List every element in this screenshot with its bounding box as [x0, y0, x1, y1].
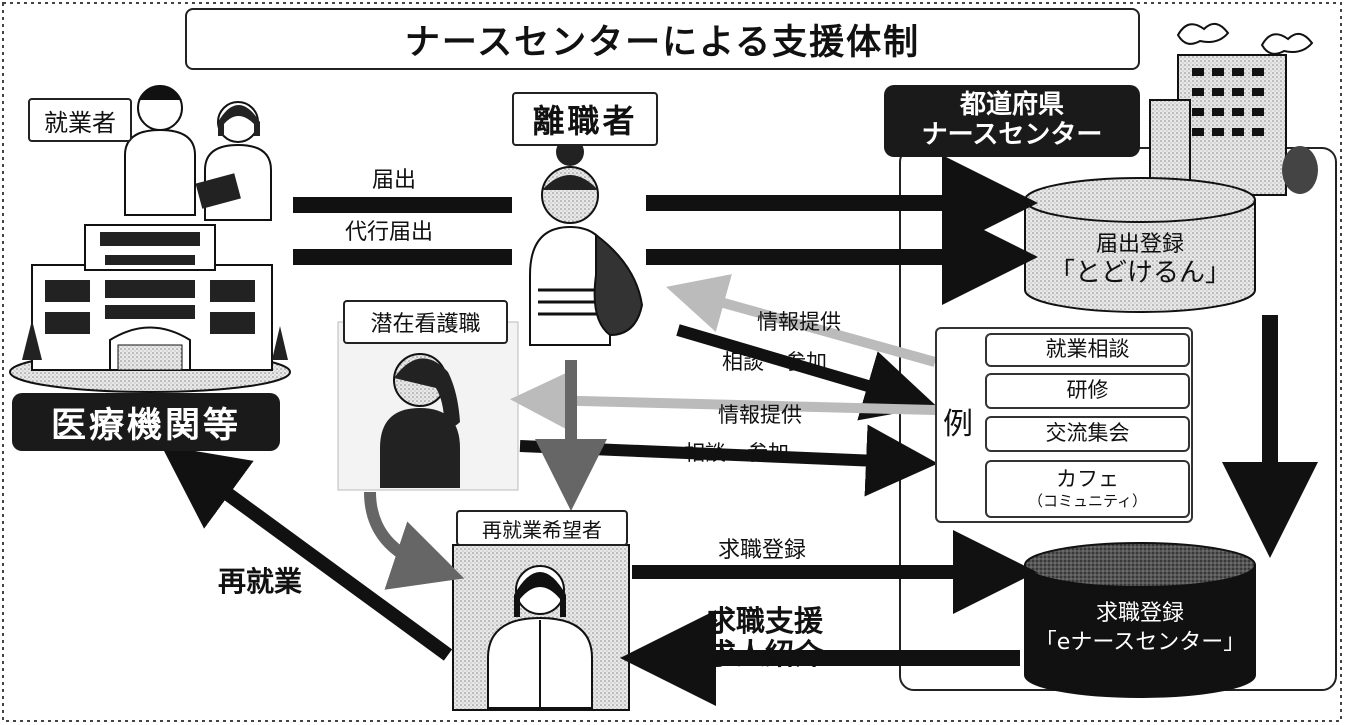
nurse-center-line2: ナースセンター [921, 120, 1103, 150]
example-item-label: 研修 [1066, 378, 1109, 403]
hospital-illustration [9, 224, 291, 393]
center-building-illustration [1149, 22, 1318, 196]
latent-to-seeker-arrow [364, 491, 465, 590]
title-box: ナースセンターによる支援体制 [185, 8, 1140, 70]
info-arrow-2 [510, 370, 936, 431]
seeker-label-box: 再就業希望者 [456, 510, 628, 546]
enurse-line2: 「eナースセンター」 [1034, 629, 1246, 655]
notify-label: 届出 [372, 168, 417, 193]
reemploy-arrow [161, 445, 453, 661]
medical-label-box: 医療機関等 [12, 393, 280, 451]
page-title: ナースセンターによる支援体制 [404, 22, 921, 63]
leaving-nurse-illustration [529, 138, 644, 346]
enurse-label: 求職登録 「eナースセンター」 [1025, 600, 1255, 657]
latent-label: 潜在看護職 [370, 312, 481, 337]
leaving-label: 離職者 [532, 102, 638, 140]
job-support-line2: 求人紹介 [707, 637, 824, 672]
job-support-line1: 求職支援 [707, 604, 824, 638]
employed-label: 就業者 [44, 108, 116, 137]
seeker-label: 再就業希望者 [482, 517, 602, 542]
info-label-2: 情報提供 [718, 403, 802, 427]
latent-nurse-illustration [337, 321, 519, 491]
latent-label-box: 潜在看護職 [343, 300, 508, 344]
enurse-database [1024, 542, 1256, 698]
job-registration-label: 求職登録 [718, 538, 807, 563]
nurse-center-line1: 都道府県 [959, 90, 1064, 121]
enurse-line1: 求職登録 [1095, 601, 1184, 626]
nurse-center-label-box: 都道府県 ナースセンター [884, 85, 1140, 157]
info-label-1: 情報提供 [757, 310, 841, 334]
employed-persons-illustration [124, 85, 272, 221]
consult-label-2: 相談・参加 [684, 441, 789, 465]
example-item: カフェ（コミュニティ） [985, 460, 1190, 518]
example-item-label: カフェ [1056, 467, 1119, 492]
example-item: 就業相談 [985, 333, 1190, 367]
employed-label-box: 就業者 [28, 98, 132, 142]
todokede-line2: 「とどけるん」 [1048, 258, 1231, 289]
todokede-label: 届出登録 「とどけるん」 [1040, 232, 1240, 290]
job-support-label: 求職支援 求人紹介 [707, 604, 824, 672]
example-item-sublabel: （コミュニティ） [1027, 491, 1148, 510]
example-item-label: 就業相談 [1045, 337, 1130, 362]
todokede-database [1024, 177, 1256, 313]
medical-label: 医療機関等 [50, 405, 241, 446]
consult-label-1: 相談・参加 [722, 350, 827, 374]
example-item: 研修 [985, 373, 1190, 409]
reemploy-label: 再就業 [218, 565, 303, 598]
todokede-line1: 届出登録 [1095, 232, 1184, 257]
consult-arrow-1 [676, 324, 937, 421]
example-item-label: 交流集会 [1045, 421, 1130, 446]
leaving-label-box: 離職者 [512, 92, 658, 146]
proxy-notify-label: 代行届出 [345, 220, 434, 245]
info-arrow-1 [666, 274, 937, 367]
example-item: 交流集会 [985, 416, 1190, 452]
examples-marker: 例 [943, 407, 973, 442]
seeker-illustration [452, 544, 630, 711]
